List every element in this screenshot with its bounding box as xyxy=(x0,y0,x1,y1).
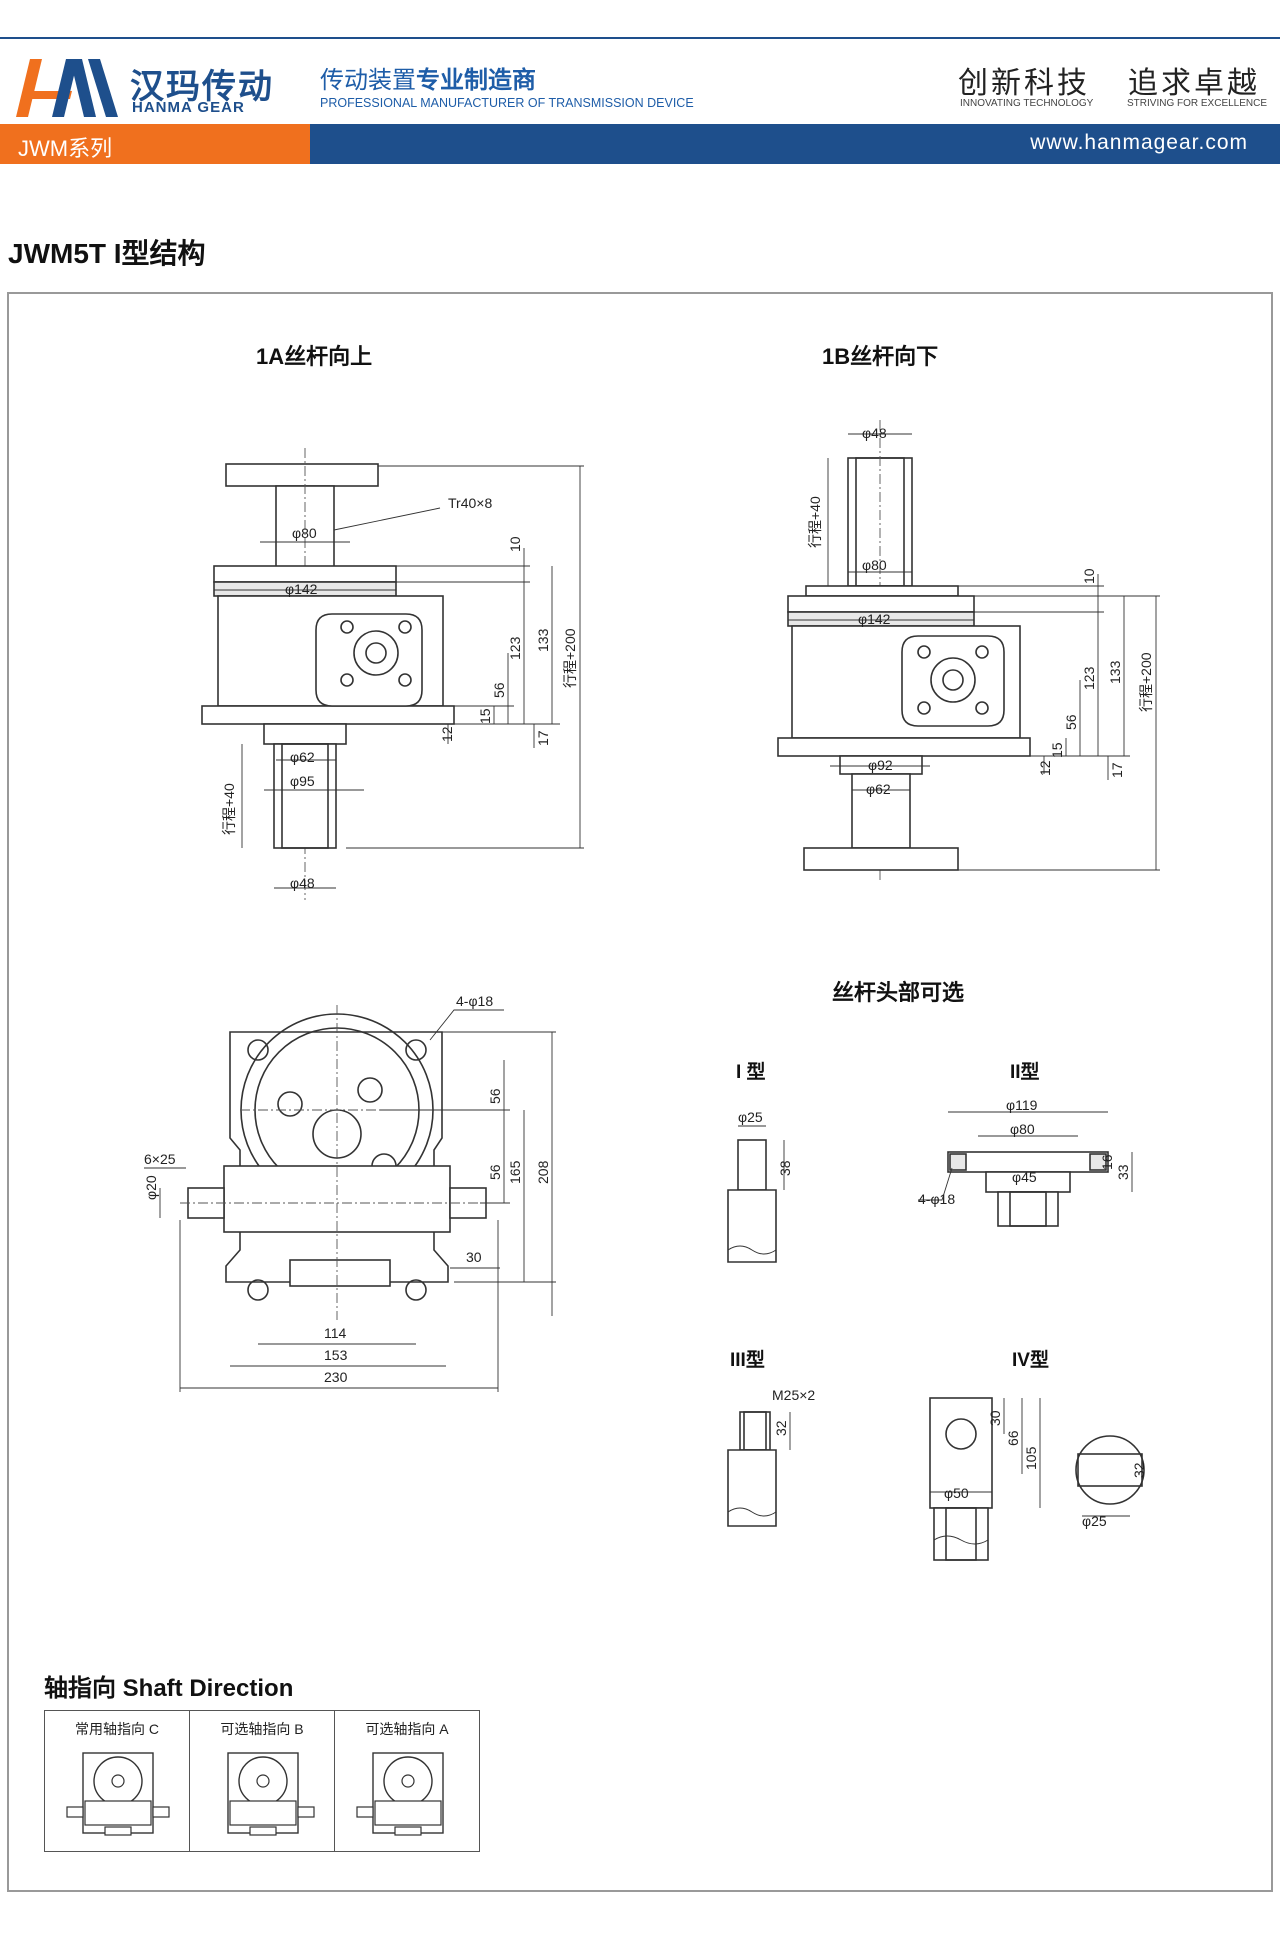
view-1b-d92: φ92 xyxy=(868,757,893,773)
head-type3-thread: M25×2 xyxy=(772,1387,815,1403)
shaft-direction-b-label: 可选轴指向 B xyxy=(220,1721,304,1737)
tagline-en: PROFESSIONAL MANUFACTURER OF TRANSMISSIO… xyxy=(320,96,694,110)
gearbox-c-icon xyxy=(66,1752,170,1836)
view-1b-v17: 17 xyxy=(1109,762,1125,778)
side-holes: 4-φ18 xyxy=(456,993,493,1009)
view-1a-v123: 123 xyxy=(507,636,523,660)
slogan-innovating-en: INNOVATING TECHNOLOGY xyxy=(960,98,1094,109)
view-1a-v10: 10 xyxy=(507,536,523,552)
view-1a-stroke200: 行程+200 xyxy=(562,628,578,688)
side-v56a: 56 xyxy=(487,1088,503,1104)
screw-heads: 丝杆头部可选 I 型 φ25 38 II型 φ119 φ80 φ45 4-φ18… xyxy=(727,980,1147,1561)
view-1a-v17: 17 xyxy=(535,730,551,746)
page-title: JWM5T I型结构 xyxy=(8,238,206,269)
hm-logo-icon xyxy=(16,59,118,117)
view-1a-tr-label: Tr40×8 xyxy=(448,495,492,511)
view-1b-v133: 133 xyxy=(1107,660,1123,684)
side-view: 4-φ18 6×25 φ20 56 56 165 208 30 114 153 … xyxy=(143,993,556,1392)
view-1a-d142: φ142 xyxy=(285,581,318,597)
head-type2-d119: φ119 xyxy=(1006,1097,1038,1113)
view-1a-d80: φ80 xyxy=(292,525,317,541)
head-type2-holes: 4-φ18 xyxy=(918,1191,955,1207)
shaft-direction-title: 轴指向 Shaft Direction xyxy=(44,1675,294,1702)
view-1b-v15: 15 xyxy=(1049,742,1065,758)
view-1b-title: 1B丝杆向下 xyxy=(822,344,938,369)
view-1a-d95: φ95 xyxy=(290,773,315,789)
technical-drawing: .o{fill:none;stroke:#333;stroke-width:1.… xyxy=(143,344,1160,1561)
side-key: 6×25 xyxy=(144,1151,176,1167)
view-1a-d48: φ48 xyxy=(290,875,315,891)
head-type2-h16: 16 xyxy=(1099,1154,1115,1170)
shaft-direction-b[interactable]: 可选轴指向 B xyxy=(190,1711,335,1851)
view-1b-v10: 10 xyxy=(1081,568,1097,584)
view-1b-stroke: 行程+40 xyxy=(807,496,823,548)
view-1a-v12: 12 xyxy=(439,726,455,742)
view-1a: 1A丝杆向上 Tr40×8 φ80 φ142 φ62 φ95 xyxy=(201,344,584,900)
side-v30: 30 xyxy=(466,1249,482,1265)
website-link[interactable]: www.hanmagear.com xyxy=(1030,131,1248,154)
view-1a-title: 1A丝杆向上 xyxy=(256,344,372,369)
head-type2-d45: φ45 xyxy=(1012,1169,1037,1185)
side-shaft: φ20 xyxy=(143,1175,159,1200)
view-1a-d62: φ62 xyxy=(290,749,315,765)
side-v165: 165 xyxy=(507,1160,523,1184)
head-type3-label: III型 xyxy=(730,1348,765,1371)
head-type4-h66: 66 xyxy=(1005,1430,1021,1446)
head-type4-v32: 32 xyxy=(1131,1462,1147,1478)
side-v56b: 56 xyxy=(487,1164,503,1180)
slogan-striving-en: STRIVING FOR EXCELLENCE xyxy=(1127,98,1268,109)
view-1b-v56: 56 xyxy=(1063,714,1079,730)
view-1a-v15: 15 xyxy=(477,708,493,724)
view-1a-v133: 133 xyxy=(535,628,551,652)
head-type4-label: IV型 xyxy=(1012,1348,1049,1371)
head-type4-h30: 30 xyxy=(987,1410,1003,1426)
gearbox-a-icon xyxy=(356,1752,444,1836)
brand-logo[interactable]: 汉玛传动 HANMA GEAR xyxy=(12,55,312,127)
series-label[interactable]: JWM系列 xyxy=(18,136,113,161)
shaft-direction-a[interactable]: 可选轴指向 A xyxy=(335,1711,479,1851)
tagline-cn-b: 专业制造商 xyxy=(416,67,536,94)
brand-name-cn: 汉玛传动 xyxy=(130,68,274,106)
view-1b-d142: φ142 xyxy=(858,611,891,627)
view-1b: 1B丝杆向下 φ48 行程+40 φ80 φ142 φ92 φ62 xyxy=(777,344,1160,880)
slogan-striving: 追求卓越 xyxy=(1128,66,1260,101)
view-1b-v12: 12 xyxy=(1037,760,1053,776)
head-type1-label: I 型 xyxy=(736,1060,766,1083)
head-type3-h: 32 xyxy=(773,1420,789,1436)
header-top-rule xyxy=(0,37,1280,39)
page-header: 汉玛传动 HANMA GEAR 传动装置专业制造商 PROFESSIONAL M… xyxy=(0,0,1280,165)
head-type1-d: φ25 xyxy=(738,1109,763,1125)
head-type4-d50: φ50 xyxy=(944,1485,969,1501)
view-1a-v56: 56 xyxy=(491,682,507,698)
side-v208: 208 xyxy=(535,1160,551,1184)
side-h153: 153 xyxy=(324,1347,348,1363)
shaft-direction-a-label: 可选轴指向 A xyxy=(365,1721,449,1737)
website-bar xyxy=(310,124,1280,164)
shaft-direction-table: 常用轴指向 C 可选轴指向 B 可选轴指向 A xyxy=(44,1710,480,1852)
view-1b-d62: φ62 xyxy=(866,781,891,797)
tagline-cn-a: 传动装置 xyxy=(320,67,416,94)
head-type4-d25: φ25 xyxy=(1082,1513,1107,1529)
view-1b-d80: φ80 xyxy=(862,557,887,573)
view-1b-d48: φ48 xyxy=(862,425,887,441)
gearbox-b-icon xyxy=(227,1752,315,1836)
head-type2-h33: 33 xyxy=(1115,1164,1131,1180)
tagline-cn: 传动装置专业制造商 xyxy=(320,60,536,95)
view-1a-stroke: 行程+40 xyxy=(221,783,237,835)
side-h114: 114 xyxy=(324,1325,347,1341)
heads-title: 丝杆头部可选 xyxy=(832,980,964,1005)
side-h230: 230 xyxy=(324,1369,348,1385)
view-1b-stroke200: 行程+200 xyxy=(1138,652,1154,712)
series-bar xyxy=(0,124,310,164)
brand-name-en: HANMA GEAR xyxy=(132,99,245,116)
head-type1-h: 38 xyxy=(777,1160,793,1176)
head-type2-label: II型 xyxy=(1010,1060,1040,1083)
view-1b-v123: 123 xyxy=(1081,666,1097,690)
shaft-direction-c-label: 常用轴指向 C xyxy=(75,1721,159,1737)
head-type4-h105: 105 xyxy=(1023,1446,1039,1470)
drawing-frame xyxy=(7,292,1273,1892)
head-type2-d80: φ80 xyxy=(1010,1121,1035,1137)
slogan-innovating: 创新科技 xyxy=(958,66,1090,101)
shaft-direction-c[interactable]: 常用轴指向 C xyxy=(45,1711,190,1851)
